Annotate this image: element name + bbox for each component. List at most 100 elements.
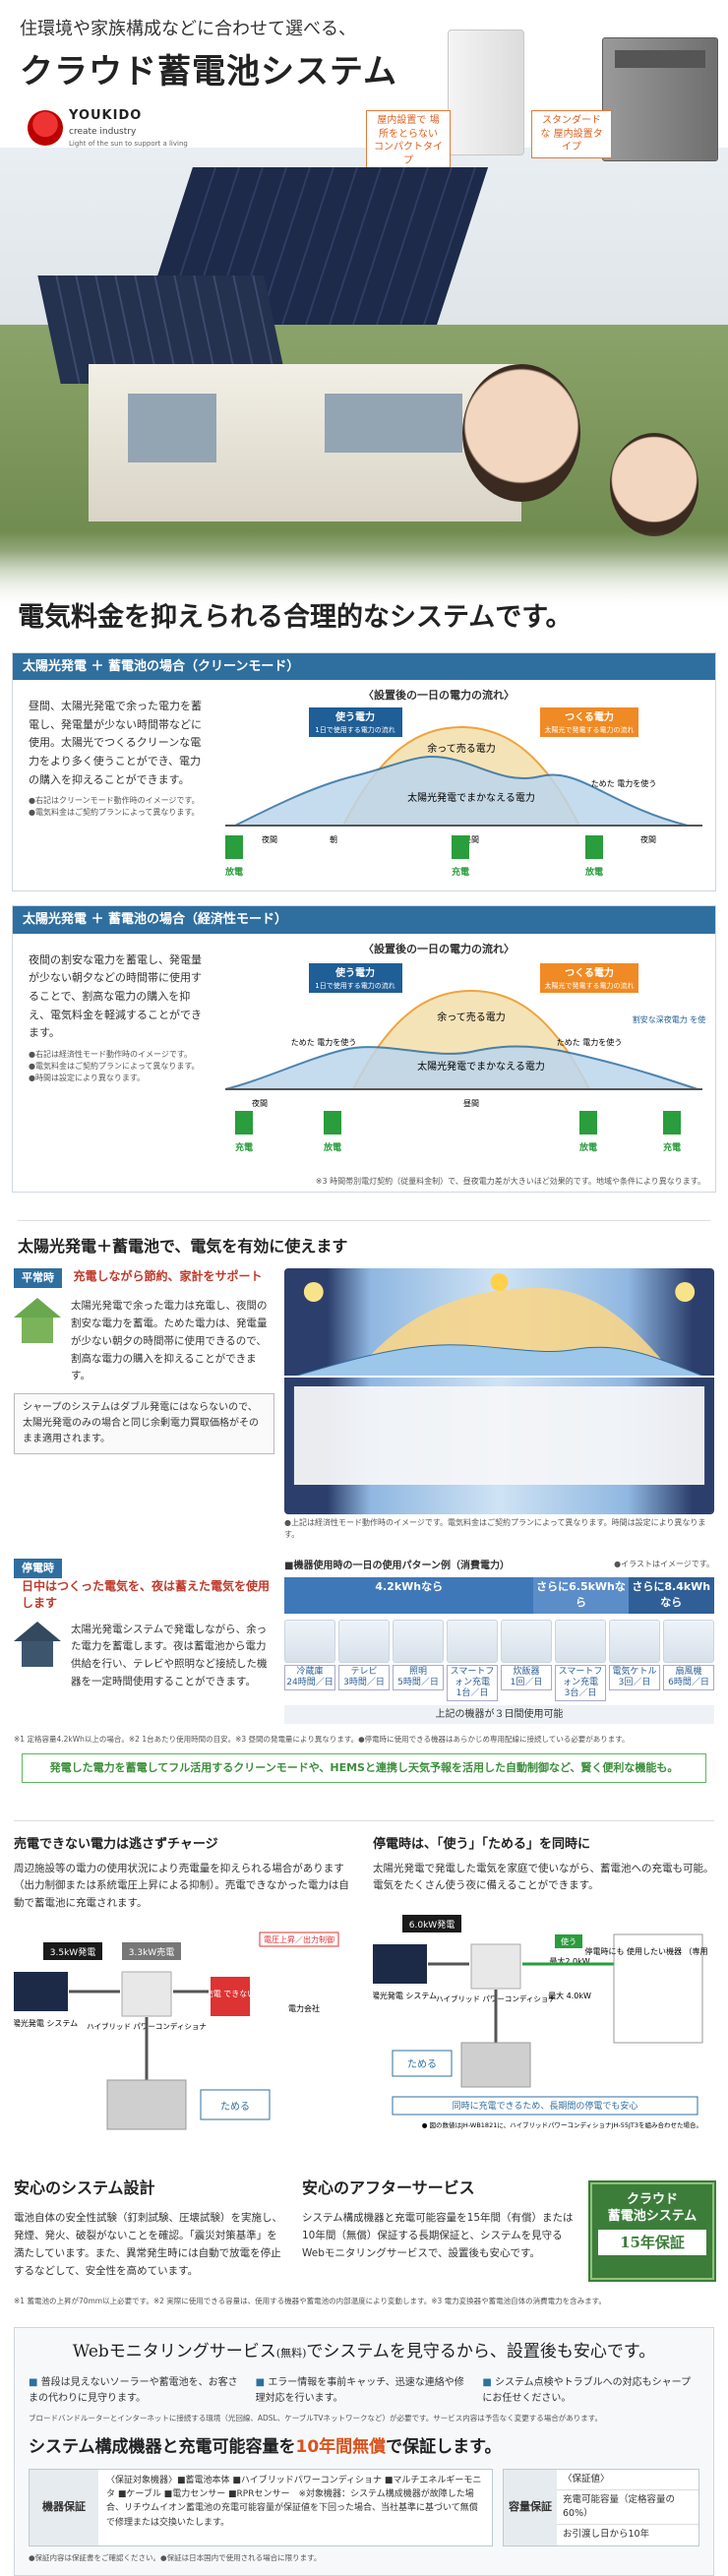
long-outage-message: 同時に充電できるため、長期間の停電でも安心 xyxy=(453,2100,638,2112)
use-power-sub: 1日で使用する電力の流れ xyxy=(315,725,394,734)
clean-mode-panel: 太陽光発電 ＋ 蓄電池の場合（クリーンモード） 昼間、太陽光発電で余った電力を蓄… xyxy=(12,651,716,891)
use-arrow-label: 使う xyxy=(561,1936,576,1946)
diagram-caption: 〈設置後の一日の電力の流れ〉 xyxy=(363,689,515,702)
appliance-name: 冷蔵庫 xyxy=(296,1666,324,1677)
discharge-label: 放電 xyxy=(584,866,603,878)
load-label: 停電時にも 使用したい機器 （専用配線） xyxy=(584,1946,707,1956)
appliance-usage-time: 5時間／日 xyxy=(397,1677,439,1687)
hero-title: クラウド蓄電池システム xyxy=(20,52,397,92)
web-monitoring-title: Webモニタリングサービス(無料)でシステムを見守るから、設置後も安心です。 xyxy=(72,2342,656,2362)
appliance-name: 照明 xyxy=(408,1666,427,1677)
eco-mode-note: ●時間は設定により異なります。 xyxy=(29,1073,146,1082)
use-power-label: 使う電力 xyxy=(334,966,375,979)
web-feature: ■ システム点検やトラブルへの対応もシャープにお任せください。 xyxy=(482,2376,692,2404)
clean-mode-note: ●電気料金はご契約プランによって異なります。 xyxy=(29,808,200,818)
house-solar-image xyxy=(37,167,600,521)
appliance-icon xyxy=(338,1619,390,1663)
blackout-row: 停電時 日中はつくった電気を、夜は蓄えた電気を使用します 太陽光発電システムで発… xyxy=(14,1558,714,1725)
use-power-sub: 1日で使用する電力の流れ xyxy=(315,981,394,990)
appliance-usage-time: 3回／日 xyxy=(618,1677,651,1687)
time-night: 夜間 xyxy=(252,1098,268,1108)
normal-time-text: 太陽光発電で余った電力は充電し、夜間の割安な電力を蓄電。ためた電力は、発電量が少… xyxy=(71,1300,268,1382)
appliance-footer: 上記の機器が３日間使用可能 xyxy=(284,1705,714,1725)
cannot-sell-label: 売電 できない xyxy=(206,1989,256,1998)
charge-label: 充電 xyxy=(235,1141,253,1153)
appliance-icon xyxy=(663,1619,714,1663)
seal-line-1: クラウド xyxy=(626,2192,678,2208)
eco-mode-diagram: 〈設置後の一日の電力の流れ〉 使う電力 1日で使用する電力の流れ つくる電力 太… xyxy=(215,942,713,1168)
use-and-store-text: 太陽光発電で発電した電気を家庭で使いながら、蓄電池への充電も可能。電気をたくさん… xyxy=(373,1862,714,1892)
appliance-usage-time: 6時間／日 xyxy=(668,1677,709,1687)
web-feature: ■ 普段は見えないソーラーや蓄電池を、お客さまの代わりに見守ります。 xyxy=(29,2376,238,2404)
store-label: ためる xyxy=(407,2058,437,2070)
make-power-label: つくる電力 xyxy=(565,966,614,979)
logo-tag: Light of the sun to support a living xyxy=(69,140,188,148)
web-description: ブロードバンドルーターとインターネットに接続する環境（光回線、ADSL、ケーブル… xyxy=(29,2413,602,2423)
appliance-icon xyxy=(555,1619,606,1663)
appliance-icon xyxy=(447,1619,498,1663)
appliance-name: 扇風機 xyxy=(675,1666,702,1677)
appliance-usage-time: 1台／日 xyxy=(455,1688,489,1698)
grid-sale-label: 3.3kW売電 xyxy=(129,1946,174,1958)
logo-sub: create industry xyxy=(69,126,137,137)
appliance-note: ●イラストはイメージです。 xyxy=(614,1559,714,1568)
use-power-label: 使う電力 xyxy=(334,710,375,723)
appliance-usage-time: 1回／日 xyxy=(510,1677,543,1687)
after-service-title: 安心のアフターサービス xyxy=(302,2178,475,2198)
web-monitoring-box: Webモニタリングサービス(無料)でシステムを見守るから、設置後も安心です。 ■… xyxy=(14,2327,714,2576)
appliance-icon xyxy=(609,1619,660,1663)
make-power-label: つくる電力 xyxy=(565,710,614,723)
after-service-text: システム構成機器と充電可能容量を15年間（有償）または10年間（無償）保証する長… xyxy=(302,2212,574,2259)
company-logo: YOUKIDO create industry Light of the sun… xyxy=(28,106,188,150)
pv-system-label: 太陽光発電 システム xyxy=(14,2018,78,2028)
system-safety-text: 電池自体の安全性試験（釘刺試験、圧壊試験）を実施し、発煙、発火、破裂がないことを… xyxy=(14,2212,282,2277)
system-safety-title: 安心のシステム設計 xyxy=(14,2178,155,2198)
bullet-icon: ■ xyxy=(482,2376,495,2388)
appliance-usage: ■機器使用時の一日の使用パターン例（消費電力） ●イラストはイメージです。 4.… xyxy=(284,1559,714,1725)
blackout-title: 日中はつくった電気を、夜は蓄えた電気を使用します xyxy=(22,1579,271,1610)
charge-label: 充電 xyxy=(452,866,469,878)
flow-section: 売電できない電力は逃さずチャージ 周辺施設等の電力の使用状況により売電量を抑えら… xyxy=(5,1820,728,2149)
capacity-warranty: 容量保証 〈保証値〉 充電可能容量（定格容量の60%） お引渡し日から10年 xyxy=(503,2468,699,2546)
surplus-label: 余って売る電力 xyxy=(427,742,496,755)
make-power-sub: 太陽光で発電する電力の流れ xyxy=(545,981,635,990)
logo-mark-icon xyxy=(28,109,63,146)
normal-time-row: 平常時 充電しながら節約、家計をサポート 太陽光発電で余った電力は充電し、夜間の… xyxy=(14,1267,714,1541)
time-noon: 昼間 xyxy=(463,1099,479,1108)
use-section-title: 太陽光発電＋蓄電池で、電気を有効に使えます xyxy=(18,1219,710,1258)
pv-output-label: 3.5kW発電 xyxy=(50,1946,95,1958)
make-power-sub: 太陽光で発電する電力の流れ xyxy=(545,725,635,734)
discharge-label: 放電 xyxy=(224,866,243,878)
time-night: 夜間 xyxy=(262,834,277,844)
safety-section: 安心のシステム設計 電池自体の安全性試験（釘刺試験、圧壊試験）を実施し、発煙、発… xyxy=(14,2177,716,2283)
capacity-4-2kwh: 4.2kWhなら xyxy=(284,1576,534,1614)
solar-cover-label: 太陽光発電でまかなえる電力 xyxy=(407,791,535,804)
discharge-label: 放電 xyxy=(323,1141,341,1153)
surplus-label: 余って売る電力 xyxy=(437,1011,506,1023)
eco-mode-note: ●右記は経済性モード動作時のイメージです。 xyxy=(29,1049,193,1059)
eco-mode-text: 夜間の割安な電力を蓄電し、発電量が少ない朝夕などの時間帯に使用することで、割高な… xyxy=(29,952,202,1040)
discharge-label: 放電 xyxy=(578,1141,597,1153)
eco-mode-footnote: ※3 時間帯別電灯契約（従量料金制）で、昼夜電力差が大きいほど効果的です。地域や… xyxy=(315,1176,705,1186)
eco-mode-panel: 太陽光発電 ＋ 蓄電池の場合（経済性モード） 夜間の割安な電力を蓄電し、発電量が… xyxy=(12,905,716,1193)
solar-cover-label: 太陽光発電でまかなえる電力 xyxy=(417,1060,545,1073)
time-night: 夜間 xyxy=(640,834,656,844)
warranty-seal: クラウド 蓄電池システム 15年保証 xyxy=(588,2180,716,2283)
diagram-caption: 〈設置後の一日の電力の流れ〉 xyxy=(363,942,515,955)
capacity-warranty-value: 充電可能容量（定格容量の60%） xyxy=(557,2490,698,2526)
diagram-note: ● 図の数値はJH-WB1821に、ハイブリッドパワーコンディショナJH-55J… xyxy=(422,2120,702,2129)
house-icon xyxy=(14,1298,61,1345)
capacity-warranty-period: お引渡し日から10年 xyxy=(563,2529,650,2541)
capacity-6-5kwh: さらに6.5kWhなら xyxy=(533,1576,629,1614)
use-stored-label: ためた 電力を使う xyxy=(591,778,657,788)
clean-mode-header: 太陽光発電 ＋ 蓄電池の場合（クリーンモード） xyxy=(13,652,715,680)
appliance-name: テレビ xyxy=(350,1666,378,1677)
cheap-night-label: 割安な深夜電力 を使う xyxy=(633,1014,707,1024)
pv-output-label: 6.0kW発電 xyxy=(409,1919,455,1931)
seal-line-2: 蓄電池システム xyxy=(607,2208,698,2224)
